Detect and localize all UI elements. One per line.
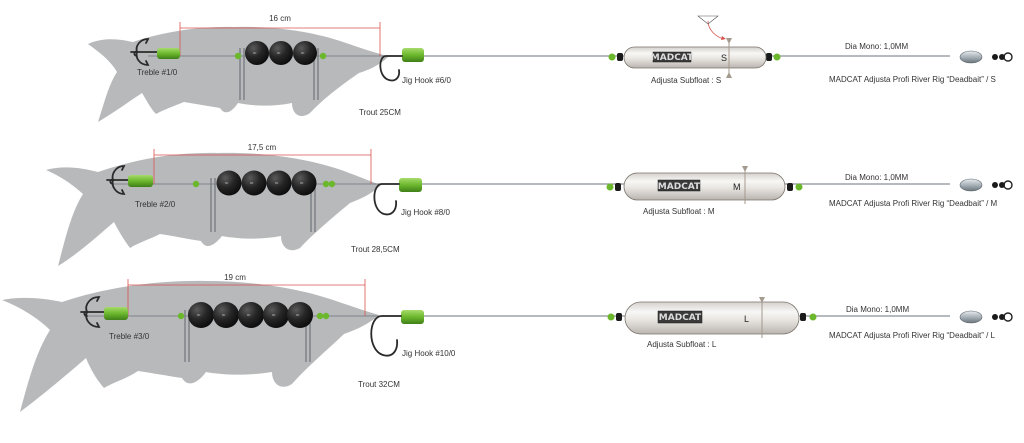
rig-1: 80 80 80 MADCAT S <box>88 15 1013 122</box>
subfloat: MADCAT M <box>623 166 786 204</box>
silicone-tube <box>401 310 424 324</box>
small-bead <box>322 312 330 320</box>
small-bead <box>773 53 781 61</box>
float-size-text: M <box>733 182 741 192</box>
silicone-tube <box>128 175 153 187</box>
jig-hook-icon <box>373 183 400 216</box>
float-logo <box>657 310 703 324</box>
float-logo <box>657 179 701 192</box>
length-measure <box>153 149 372 184</box>
bead <box>615 183 621 191</box>
bead-stack: 80 80 80 <box>245 41 317 65</box>
length-label: 19 cm <box>224 273 246 282</box>
bead <box>787 183 793 191</box>
small-bead <box>607 313 615 321</box>
mono-label: Dia Mono: 1,0MM <box>845 173 909 182</box>
small-bead <box>606 183 614 191</box>
float-logo <box>652 51 692 63</box>
svg-text:80: 80 <box>301 51 305 55</box>
jig-hook-label: Jig Hook #10/0 <box>402 349 456 358</box>
bead <box>617 53 623 61</box>
small-bead <box>316 312 324 320</box>
svg-text:80: 80 <box>225 181 229 185</box>
treble-label: Treble #3/0 <box>109 332 150 341</box>
silicone-tube <box>399 178 422 192</box>
svg-text:80: 80 <box>300 181 304 185</box>
small-bead <box>322 180 330 188</box>
jig-hook-icon <box>379 55 403 82</box>
float-brand-text: MADCAT <box>651 53 694 63</box>
mono-label: Dia Mono: 1,0MM <box>845 42 909 51</box>
trout-label: Trout 32CM <box>358 380 400 389</box>
treble-label: Treble #1/0 <box>137 68 178 77</box>
silicone-tube <box>402 48 424 62</box>
length-label: 16 cm <box>269 14 291 23</box>
small-bead <box>319 52 327 60</box>
small-bead <box>177 312 185 320</box>
svg-text:80: 80 <box>253 51 257 55</box>
jig-hook-label: Jig Hook #6/0 <box>402 76 451 85</box>
svg-text:80: 80 <box>272 313 276 317</box>
trout-silhouette <box>46 152 381 266</box>
small-bead <box>192 180 200 188</box>
small-bead <box>328 180 336 188</box>
trout-silhouette <box>2 280 379 412</box>
treble-label: Treble #2/0 <box>135 200 176 209</box>
subfloat: MADCAT S <box>623 38 767 78</box>
swivel-icon <box>959 178 1013 192</box>
length-measure <box>127 279 366 316</box>
bead <box>616 313 622 321</box>
product-label: MADCAT Adjusta Profi River Rig “Deadbait… <box>829 75 996 84</box>
svg-text:80: 80 <box>250 181 254 185</box>
rig-3: 80 80 80 80 80 MADCAT L <box>2 279 1013 412</box>
adjust-arrow-head <box>721 36 726 40</box>
float-brand-text: MADCAT <box>658 182 701 192</box>
bead-stack: 80 80 80 80 <box>216 170 317 196</box>
svg-text:80: 80 <box>277 51 281 55</box>
length-label: 17,5 cm <box>247 143 277 152</box>
float-size-text: S <box>721 53 727 63</box>
svg-text:80: 80 <box>247 313 251 317</box>
rig-2: 80 80 80 80 MADCAT M <box>46 149 1013 266</box>
svg-text:80: 80 <box>275 181 279 185</box>
bead <box>766 53 772 61</box>
trout-label: Trout 25CM <box>359 108 401 117</box>
bead <box>800 313 806 321</box>
small-bead <box>608 53 616 61</box>
small-bead <box>809 313 817 321</box>
subfloat-label: Adjusta Subfloat : S <box>651 76 722 85</box>
swivel-icon <box>959 310 1013 324</box>
length-measure <box>179 22 381 56</box>
jig-hook-icon <box>370 315 402 357</box>
small-bead <box>234 52 242 60</box>
mono-label: Dia Mono: 1,0MM <box>846 305 910 314</box>
subfloat: MADCAT L <box>624 297 800 338</box>
silicone-tube <box>104 307 128 320</box>
trout-label: Trout 28,5CM <box>351 245 400 254</box>
pointer-icon <box>697 15 719 25</box>
silicone-tube <box>157 48 180 59</box>
svg-text:80: 80 <box>222 313 226 317</box>
float-size-text: L <box>744 314 749 324</box>
svg-text:80: 80 <box>197 313 201 317</box>
treble-hook-icon <box>80 296 110 328</box>
svg-text:80: 80 <box>296 313 300 317</box>
float-brand-text: MADCAT <box>659 313 702 323</box>
subfloat-label: Adjusta Subfloat : L <box>647 340 717 349</box>
product-label: MADCAT Adjusta Profi River Rig “Deadbait… <box>829 199 998 208</box>
swivel-icon <box>959 50 1013 64</box>
small-bead <box>795 183 803 191</box>
adjust-arrow-icon <box>707 20 725 40</box>
treble-hook-icon <box>130 38 160 66</box>
subfloat-label: Adjusta Subfloat : M <box>643 207 715 216</box>
product-label: MADCAT Adjusta Profi River Rig “Deadbait… <box>829 331 995 340</box>
jig-hook-label: Jig Hook #8/0 <box>401 208 450 217</box>
trout-silhouette <box>88 26 389 122</box>
bead-stack: 80 80 80 80 80 <box>188 302 313 328</box>
